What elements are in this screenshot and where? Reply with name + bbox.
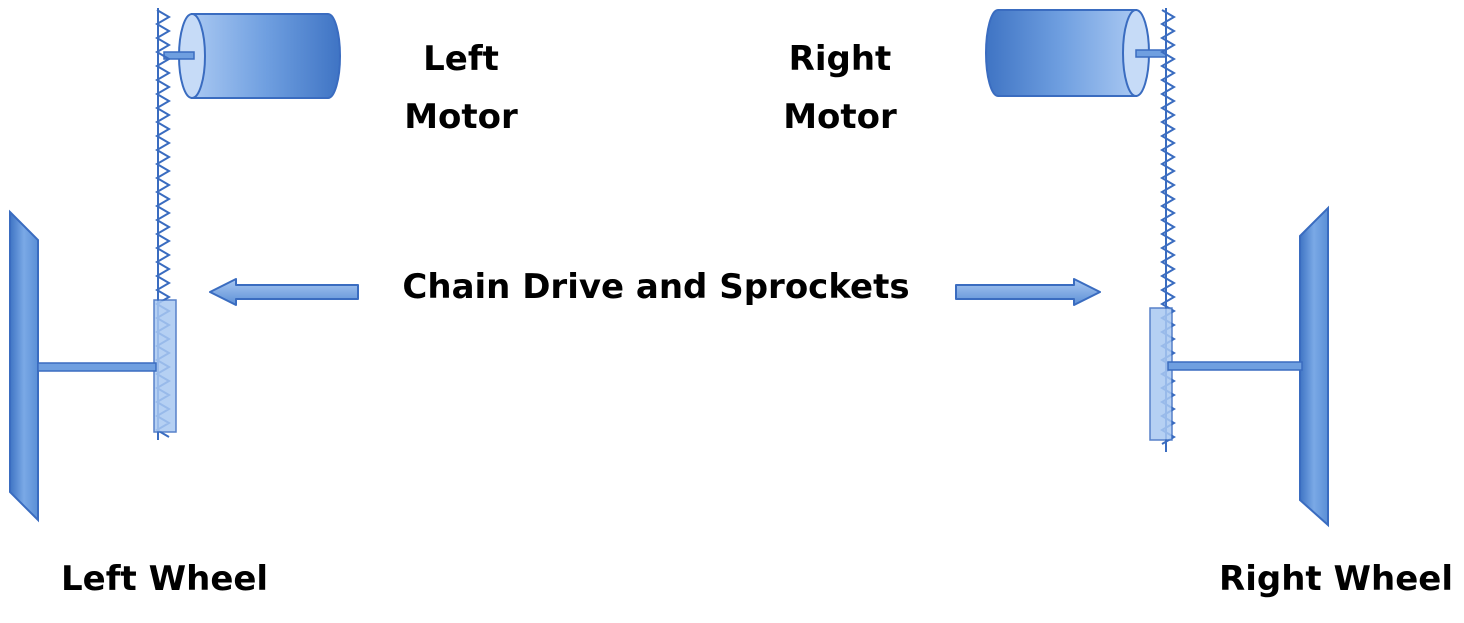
left-axle [37, 362, 157, 372]
right-axle [1167, 361, 1303, 371]
left-motor-label-line2: Motor [404, 97, 518, 137]
right-motor-shaft [1135, 49, 1167, 58]
right-motor-label-line1: Right [789, 39, 892, 79]
left-wheel-label: Left Wheel [61, 559, 268, 599]
right-wheel-sprocket [1149, 307, 1173, 441]
right-wheel [1299, 205, 1329, 528]
chain-label: Chain Drive and Sprockets [402, 267, 909, 307]
left-wheel [9, 209, 39, 523]
left-arrow [209, 278, 359, 306]
right-motor-label-line2: Motor [783, 97, 897, 137]
left-motor [178, 13, 341, 99]
right-wheel-label: Right Wheel [1219, 559, 1453, 599]
left-motor-label-line1: Left [423, 39, 499, 79]
right-arrow [955, 278, 1101, 306]
left-wheel-sprocket [153, 299, 177, 433]
right-motor [985, 9, 1150, 97]
